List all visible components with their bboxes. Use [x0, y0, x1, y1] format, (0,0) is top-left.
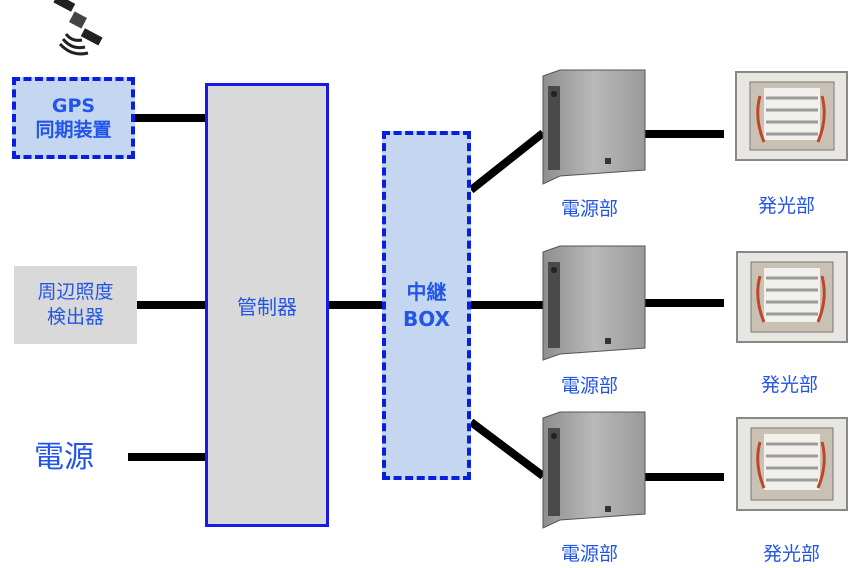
- satellite-icon: [53, 0, 103, 56]
- line-relay-power-unit-3: [468, 418, 546, 480]
- light-unit-image-1: [735, 71, 848, 161]
- gps-label-line1: GPS: [51, 95, 96, 117]
- power-unit-label-2: 電源部: [561, 375, 619, 397]
- light-unit-label-2: 発光部: [761, 374, 819, 396]
- light-unit-label-3: 発光部: [763, 543, 821, 565]
- gps-sync-device-box: GPS 同期装置: [12, 77, 135, 159]
- relay-label-line1: 中継: [406, 279, 447, 304]
- power-unit-label-1: 電源部: [561, 198, 619, 220]
- lux-label-line2: 検出器: [46, 306, 104, 328]
- relay-box: 中継 BOX: [382, 131, 471, 480]
- light-unit-image-2: [736, 251, 848, 343]
- light-unit-image-3: [736, 417, 848, 511]
- controller-box: 管制器: [205, 83, 329, 527]
- connector-lines: [128, 114, 724, 481]
- ambient-light-sensor-box: 周辺照度 検出器: [14, 266, 137, 344]
- lux-label-line1: 周辺照度: [37, 281, 114, 303]
- power-unit-image-3: [542, 411, 646, 529]
- controller-label: 管制器: [237, 294, 297, 319]
- line-relay-power-unit-1: [468, 129, 546, 194]
- gps-label-line2: 同期装置: [35, 119, 112, 141]
- power-unit-image-2: [542, 245, 646, 361]
- relay-label-line2: BOX: [403, 306, 450, 331]
- power-unit-image-1: [542, 69, 646, 185]
- power-unit-label-3: 電源部: [561, 543, 619, 565]
- light-unit-label-1: 発光部: [758, 195, 816, 217]
- power-source-label: 電源: [34, 440, 94, 475]
